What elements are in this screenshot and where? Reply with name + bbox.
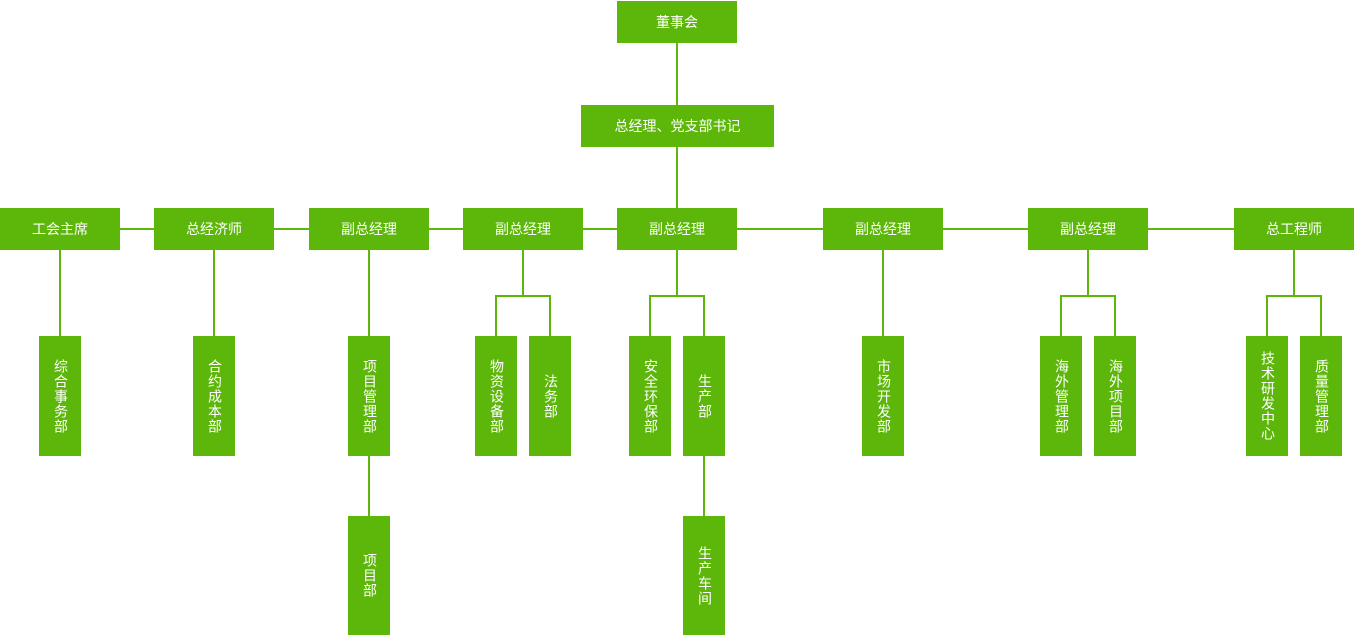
node-project-mgmt: 项目管理部 [348,336,390,456]
node-production: 生产部 [683,336,725,456]
connector-vp3-safety [649,295,651,336]
node-union-chairman: 工会主席 [0,208,120,250]
node-project-dept: 项目部 [348,516,390,635]
node-production-workshop: 生产车间 [683,516,725,635]
connector-vp5-bracket [1060,295,1116,297]
node-project-dept-label: 项目部 [361,553,377,598]
connector-vp1-project-mgmt [368,250,370,336]
node-quality-mgmt: 质量管理部 [1300,336,1342,456]
node-vp-1-label: 副总经理 [341,222,397,238]
node-tech-rd: 技术研发中心 [1246,336,1288,456]
node-legal: 法务部 [529,336,571,456]
node-general-affairs: 综合事务部 [39,336,81,456]
connector-vp3-down [676,250,678,296]
node-chief-engineer: 总工程师 [1234,208,1354,250]
connector-vp4-market [882,250,884,336]
node-materials-equipment: 物资设备部 [475,336,517,456]
node-legal-label: 法务部 [542,373,558,419]
connector-vp5-overseas-projects [1114,295,1116,336]
connector-chief-engineer-quality [1320,295,1322,336]
node-board-label: 董事会 [656,15,698,31]
node-gm: 总经理、党支部书记 [581,105,774,147]
connector-vp2-legal [549,295,551,336]
node-union-chairman-label: 工会主席 [32,222,88,238]
node-chief-economist-label: 总经济师 [186,222,242,238]
connector-chief-engineer-tech [1266,295,1268,336]
node-vp-4-label: 副总经理 [855,222,911,238]
node-overseas-mgmt-label: 海外管理部 [1053,358,1069,434]
connector-chief-engineer-bracket [1266,295,1322,297]
node-vp-5-label: 副总经理 [1060,222,1116,238]
node-market-dev: 市场开发部 [862,336,904,456]
node-safety-env-label: 安全环保部 [642,358,658,434]
node-vp-3: 副总经理 [617,208,737,250]
node-gm-label: 总经理、党支部书记 [614,119,741,135]
connector-chief-engineer-down [1293,250,1295,296]
connector-project-mgmt-project-dept [368,456,370,516]
node-safety-env: 安全环保部 [629,336,671,456]
node-contract-cost-label: 合约成本部 [206,358,222,434]
connector-economist-contract-cost [213,250,215,336]
node-board: 董事会 [617,1,737,43]
node-general-affairs-label: 综合事务部 [52,358,68,434]
connector-vp3-production [703,295,705,336]
connector-production-workshop [703,456,705,516]
connector-vp2-bracket [495,295,551,297]
connector-board-gm [676,43,678,105]
node-production-label: 生产部 [696,373,712,419]
node-vp-2-label: 副总经理 [495,222,551,238]
node-chief-engineer-label: 总工程师 [1266,222,1322,238]
node-project-mgmt-label: 项目管理部 [361,358,377,434]
node-chief-economist: 总经济师 [154,208,274,250]
node-market-dev-label: 市场开发部 [875,358,891,434]
node-contract-cost: 合约成本部 [193,336,235,456]
node-production-workshop-label: 生产车间 [696,545,712,606]
connector-vp2-materials [495,295,497,336]
connector-gm-vp3 [676,147,678,208]
connector-vp5-overseas-mgmt [1060,295,1062,336]
node-vp-5: 副总经理 [1028,208,1148,250]
node-vp-2: 副总经理 [463,208,583,250]
node-quality-mgmt-label: 质量管理部 [1313,358,1329,434]
node-materials-equipment-label: 物资设备部 [488,358,504,434]
connector-vp5-down [1087,250,1089,296]
node-vp-3-label: 副总经理 [649,222,705,238]
node-overseas-projects-label: 海外项目部 [1107,358,1123,434]
connector-union-general-affairs [59,250,61,336]
node-overseas-projects: 海外项目部 [1094,336,1136,456]
connector-vp3-bracket [649,295,705,297]
node-tech-rd-label: 技术研发中心 [1259,351,1275,441]
connector-vp2-down [522,250,524,296]
node-overseas-mgmt: 海外管理部 [1040,336,1082,456]
node-vp-4: 副总经理 [823,208,943,250]
node-vp-1: 副总经理 [309,208,429,250]
